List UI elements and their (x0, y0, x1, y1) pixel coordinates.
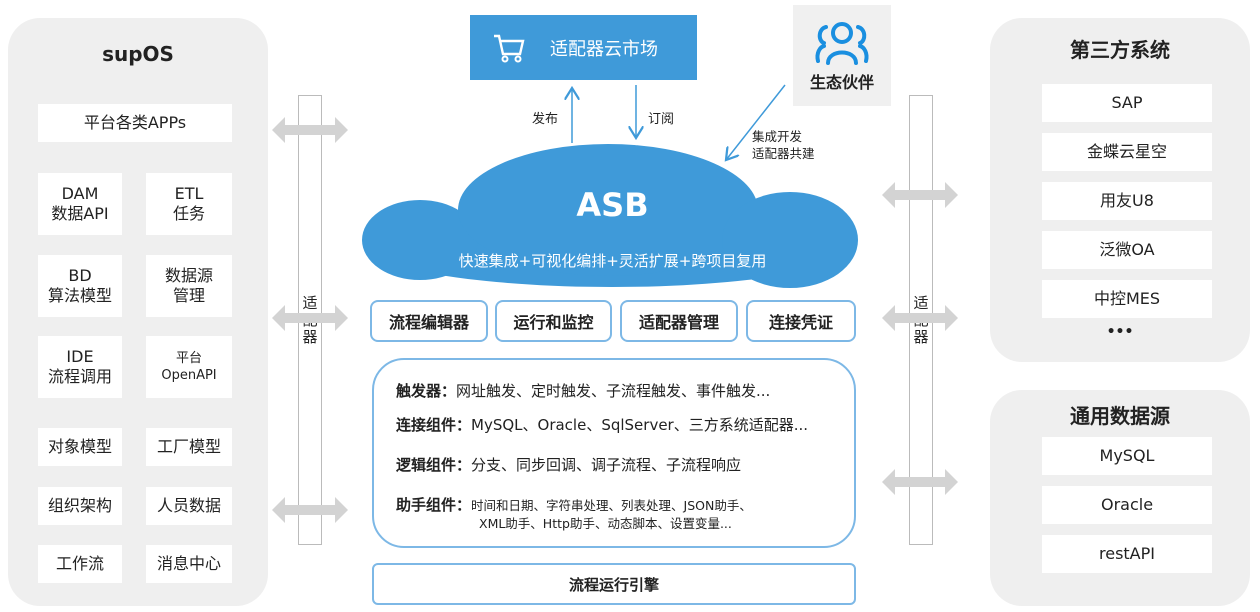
apps-label: 平台各类APPs (83, 113, 187, 132)
adapter-management-button[interactable]: 适配器管理 (620, 300, 738, 342)
module-label: BD (68, 266, 92, 285)
module-label: 平台 (175, 351, 202, 366)
partner-arrow (726, 84, 786, 160)
people-group-icon (815, 21, 869, 65)
module-label: 算法模型 (47, 286, 112, 305)
module-label: OpenAPI (161, 368, 217, 383)
trigger-row: 触发器：网址触发、定时触发、子流程触发、事件触发... (396, 380, 770, 401)
flow-editor-button[interactable]: 流程编辑器 (370, 300, 488, 342)
row-label: 触发器： (396, 382, 457, 400)
partner-note: 集成开发 适配器共建 (752, 128, 815, 162)
third-party-item: SAP (1042, 84, 1212, 122)
double-arrows (272, 117, 958, 523)
module-label: 组织架构 (47, 496, 112, 515)
supos-module: 组织架构 (38, 487, 122, 525)
datasource-item: MySQL (1042, 437, 1212, 475)
flow-engine-box: 流程运行引擎 (372, 563, 856, 605)
row-label: 逻辑组件： (396, 456, 472, 474)
double-arrow-icon (272, 305, 348, 331)
datasource-item: Oracle (1042, 486, 1212, 524)
module-label: 对象模型 (47, 437, 112, 456)
module-label: IDE (66, 347, 94, 366)
more-indicator: ••• (1106, 324, 1134, 340)
logic-row: 逻辑组件：分支、同步回调、调子流程、子流程响应 (396, 454, 741, 475)
row-label: 助手组件： (396, 496, 472, 514)
shopping-cart-icon (494, 34, 525, 62)
third-party-item: 泛微OA (1042, 231, 1212, 269)
row-text: 时间和日期、字符串处理、列表处理、JSON助手、 (471, 498, 752, 513)
row-text: MySQL、Oracle、SqlServer、三方系统适配器... (471, 416, 809, 434)
supos-module: 人员数据 (146, 487, 232, 525)
third-party-item: 中控MES (1042, 280, 1212, 318)
asb-title: ASB (576, 186, 649, 224)
double-arrow-icon (272, 497, 348, 523)
supos-module: 工厂模型 (146, 428, 232, 466)
double-arrow-icon (272, 117, 348, 143)
supos-module: 平台 OpenAPI (146, 336, 232, 398)
supos-module: 对象模型 (38, 428, 122, 466)
row-text: XML助手、Http助手、动态脚本、设置变量... (479, 516, 732, 531)
module-label: 管理 (172, 286, 205, 305)
module-label: 消息中心 (156, 554, 221, 573)
datasource-title: 通用数据源 (1070, 404, 1170, 428)
helper-row: 助手组件：时间和日期、字符串处理、列表处理、JSON助手、 (396, 494, 752, 515)
apps-box: 平台各类APPs (38, 104, 232, 142)
double-arrow-icon (882, 469, 958, 495)
module-label: 工作流 (55, 554, 104, 573)
third-party-title: 第三方系统 (1070, 38, 1170, 62)
note-line: 适配器共建 (752, 146, 815, 161)
module-label: ETL (174, 184, 204, 203)
asb-subtitle: 快速集成+可视化编排+灵活扩展+跨项目复用 (458, 252, 767, 270)
supos-module: 数据源管理 (146, 255, 232, 317)
third-party-item: 用友U8 (1042, 182, 1212, 220)
market-label: 适配器云市场 (550, 38, 658, 60)
partner-label: 生态伙伴 (809, 72, 874, 92)
run-monitor-button[interactable]: 运行和监控 (495, 300, 612, 342)
module-label: 数据API (51, 204, 109, 223)
supos-title: supOS (102, 42, 174, 66)
module-label: 工厂模型 (156, 437, 221, 456)
supos-module: 消息中心 (146, 545, 232, 583)
connection-credential-button[interactable]: 连接凭证 (746, 300, 856, 342)
supos-module: 工作流 (38, 545, 122, 583)
adapter-market-box[interactable]: 适配器云市场 (470, 15, 697, 80)
asb-cloud (362, 144, 858, 288)
row-text: 分支、同步回调、调子流程、子流程响应 (471, 456, 742, 474)
datasource-item: restAPI (1042, 535, 1212, 573)
double-arrow-icon (882, 182, 958, 208)
components-box: 触发器：网址触发、定时触发、子流程触发、事件触发... 连接组件：MySQL、O… (372, 358, 856, 548)
note-line: 集成开发 (752, 129, 803, 144)
partner-box: 生态伙伴 (793, 5, 891, 106)
subscribe-label: 订阅 (648, 112, 675, 127)
third-party-item: 金蝶云星空 (1042, 133, 1212, 171)
module-label: DAM (61, 184, 99, 203)
connector-row: 连接组件：MySQL、Oracle、SqlServer、三方系统适配器... (396, 414, 808, 435)
module-label: 流程调用 (47, 367, 112, 386)
row-label: 连接组件： (396, 416, 472, 434)
module-label: 人员数据 (156, 496, 221, 515)
publish-label: 发布 (532, 112, 559, 127)
module-label: 任务 (172, 204, 205, 223)
module-label: 数据源 (164, 266, 213, 285)
row-text: 网址触发、定时触发、子流程触发、事件触发... (456, 382, 771, 400)
double-arrow-icon (882, 305, 958, 331)
